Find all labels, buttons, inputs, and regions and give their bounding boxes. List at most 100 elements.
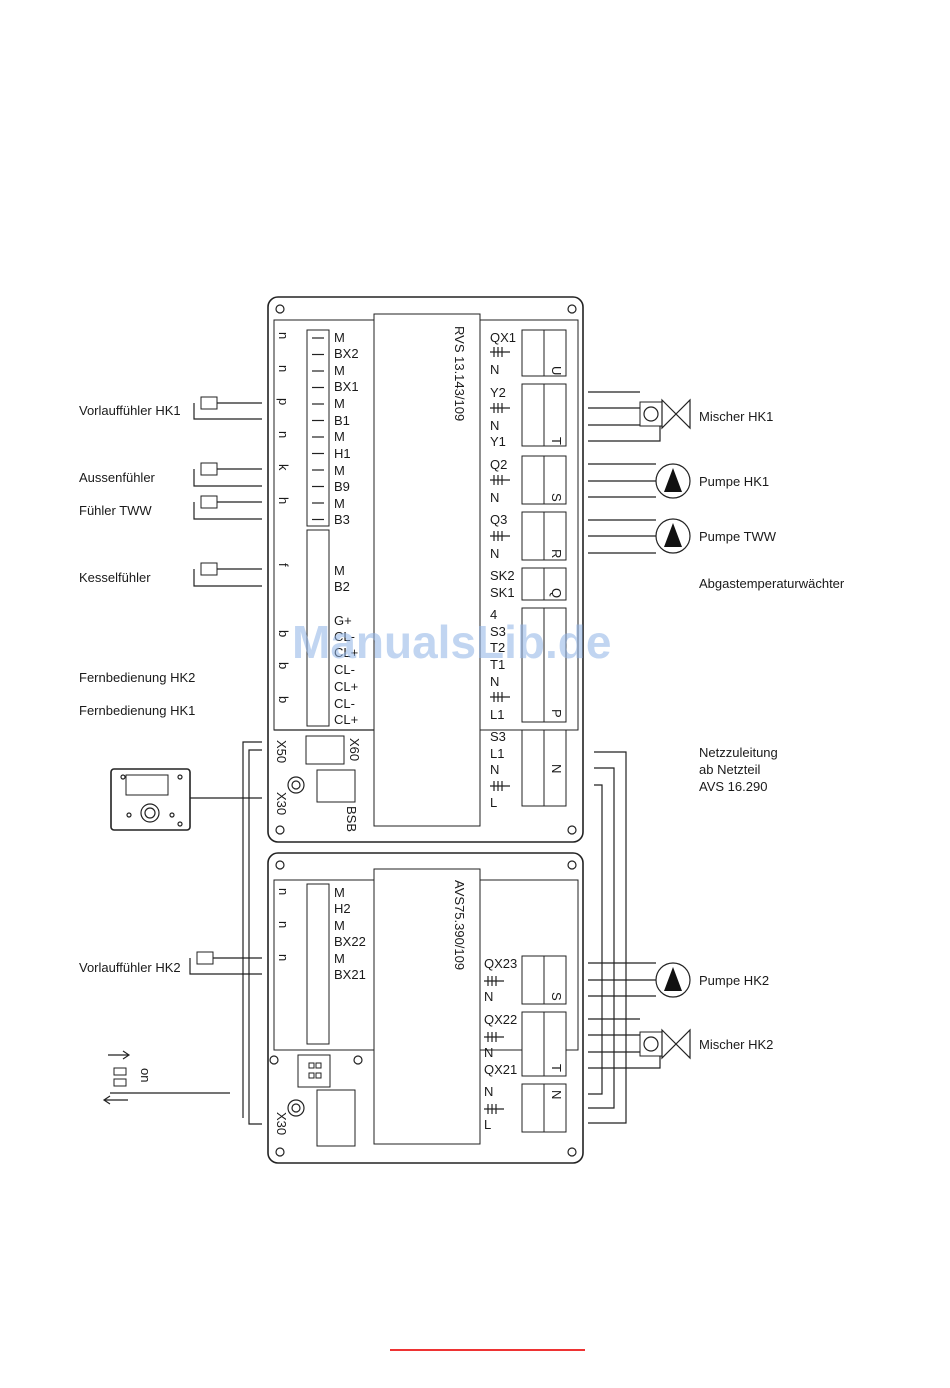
terminal-label: B1	[334, 413, 350, 428]
unit1-x60-label: X60	[347, 738, 362, 761]
terminal-label: SK1	[490, 585, 515, 600]
earth-symbols-unit1	[490, 347, 510, 791]
left-wiring	[102, 396, 262, 1125]
plug-code: Q	[549, 588, 564, 598]
plug-code: n	[276, 365, 291, 372]
terminal-label: CL-	[334, 662, 355, 677]
terminal-label: G+	[334, 613, 352, 628]
label-pumpe-hk1: Pumpe HK1	[699, 474, 769, 489]
plug-code: h	[276, 497, 291, 504]
terminal-label: SK2	[490, 568, 515, 583]
terminal-label: N	[490, 762, 499, 777]
terminal-label: N	[484, 989, 493, 1004]
terminal-label: H2	[334, 901, 351, 916]
label-mischer-hk2: Mischer HK2	[699, 1037, 773, 1052]
unit1-housing: RVS 13.143/109	[267, 296, 584, 843]
terminal-label: 4	[490, 607, 497, 622]
plug-code: R	[549, 549, 564, 558]
terminal-label: S3	[490, 624, 506, 639]
terminal-label: M	[334, 563, 345, 578]
label-kesselfuehler: Kesselfühler	[79, 570, 151, 585]
terminal-label: M	[334, 429, 345, 444]
unit2-right-terminals: QX23 N S QX22 N QX21 T N L N	[484, 956, 564, 1132]
plug-code: T	[549, 1064, 564, 1072]
label-aussenfuehler: Aussenfühler	[79, 470, 156, 485]
terminal-label: N	[484, 1084, 493, 1099]
earth-symbols-unit2	[484, 976, 504, 1114]
unit1-x30-label: X30	[274, 792, 289, 815]
terminal-label: B3	[334, 512, 350, 527]
plug-code: n	[276, 954, 291, 961]
plug-code: S	[549, 992, 564, 1001]
label-fuehler-tww: Fühler TWW	[79, 503, 152, 518]
terminal-label: N	[490, 362, 499, 377]
plug-code: T	[549, 437, 564, 445]
plug-code: N	[549, 1090, 564, 1099]
terminal-label: N	[490, 418, 499, 433]
terminal-label: L	[490, 795, 497, 810]
unit1-model: RVS 13.143/109	[452, 326, 467, 421]
label-on: on	[138, 1068, 153, 1082]
terminal-label: Y2	[490, 385, 506, 400]
terminal-label: QX1	[490, 330, 516, 345]
right-wiring	[588, 391, 691, 1124]
bottom-divider	[390, 1349, 585, 1351]
terminal-label: M	[334, 885, 345, 900]
terminal-label: M	[334, 396, 345, 411]
terminal-label: M	[334, 463, 345, 478]
label-fernbedienung-hk1: Fernbedienung HK1	[79, 703, 195, 718]
label-vorlauffuehler-hk2: Vorlauffühler HK2	[79, 960, 181, 975]
terminal-label: M	[334, 496, 345, 511]
plug-code: n	[276, 431, 291, 438]
terminal-label: Y1	[490, 434, 506, 449]
plug-code: n	[276, 888, 291, 895]
terminal-label: CL+	[334, 712, 358, 727]
unit2-housing	[267, 852, 584, 1164]
terminal-label: L	[484, 1117, 491, 1132]
terminal-label: M	[334, 951, 345, 966]
terminal-label: QX23	[484, 956, 517, 971]
unit1-left-codes: n n p n k h f b b b	[276, 332, 291, 703]
plug-code: n	[276, 921, 291, 928]
unit1-x50-label: X50	[274, 740, 289, 763]
terminal-label: S3	[490, 729, 506, 744]
label-fernbedienung-hk2: Fernbedienung HK2	[79, 670, 195, 685]
label-abgastemperaturwaechter: Abgastemperaturwächter	[699, 576, 845, 591]
watermark: ManualsLib.de	[292, 616, 611, 668]
terminal-label: Q3	[490, 512, 507, 527]
plug-code: p	[276, 398, 291, 405]
label-ab-netzteil: ab Netzteil	[699, 762, 761, 777]
unit1-right-terminals: QX1 N U Y2 N Y1 T Q2 N S Q3 N R SK2 SK1 …	[490, 330, 564, 810]
plug-code: n	[276, 332, 291, 339]
terminal-label: N	[490, 674, 499, 689]
terminal-label: BX1	[334, 379, 359, 394]
plug-code: N	[549, 764, 564, 773]
terminal-label: CL+	[334, 679, 358, 694]
plug-code: f	[276, 563, 291, 567]
plug-code: b	[276, 662, 291, 669]
terminal-label: M	[334, 363, 345, 378]
terminal-label: BX22	[334, 934, 366, 949]
unit2-x30-label: X30	[274, 1112, 289, 1135]
plug-code: P	[549, 709, 564, 718]
terminal-label: Q2	[490, 457, 507, 472]
terminal-label: H1	[334, 446, 351, 461]
terminal-label: QX21	[484, 1062, 517, 1077]
terminal-label: M	[334, 918, 345, 933]
terminal-label: QX22	[484, 1012, 517, 1027]
unit1-left-terminals: M BX2 M BX1 M B1 M H1 M B9 M B3 M B2 G+ …	[334, 330, 359, 727]
terminal-label: CL-	[334, 696, 355, 711]
plug-code: k	[276, 464, 291, 471]
plug-code: S	[549, 493, 564, 502]
label-pumpe-hk2: Pumpe HK2	[699, 973, 769, 988]
terminal-label: CL-	[334, 629, 355, 644]
plug-code: b	[276, 630, 291, 637]
plug-code: b	[276, 696, 291, 703]
unit1-bsb-label: BSB	[344, 806, 359, 832]
terminal-label: M	[334, 330, 345, 345]
terminal-label: N	[484, 1045, 493, 1060]
terminal-label: T1	[490, 657, 505, 672]
unit2-left-terminals: M H2 M BX22 M BX21 n n n	[276, 885, 366, 982]
label-netzzuleitung: Netzzuleitung	[699, 745, 778, 760]
